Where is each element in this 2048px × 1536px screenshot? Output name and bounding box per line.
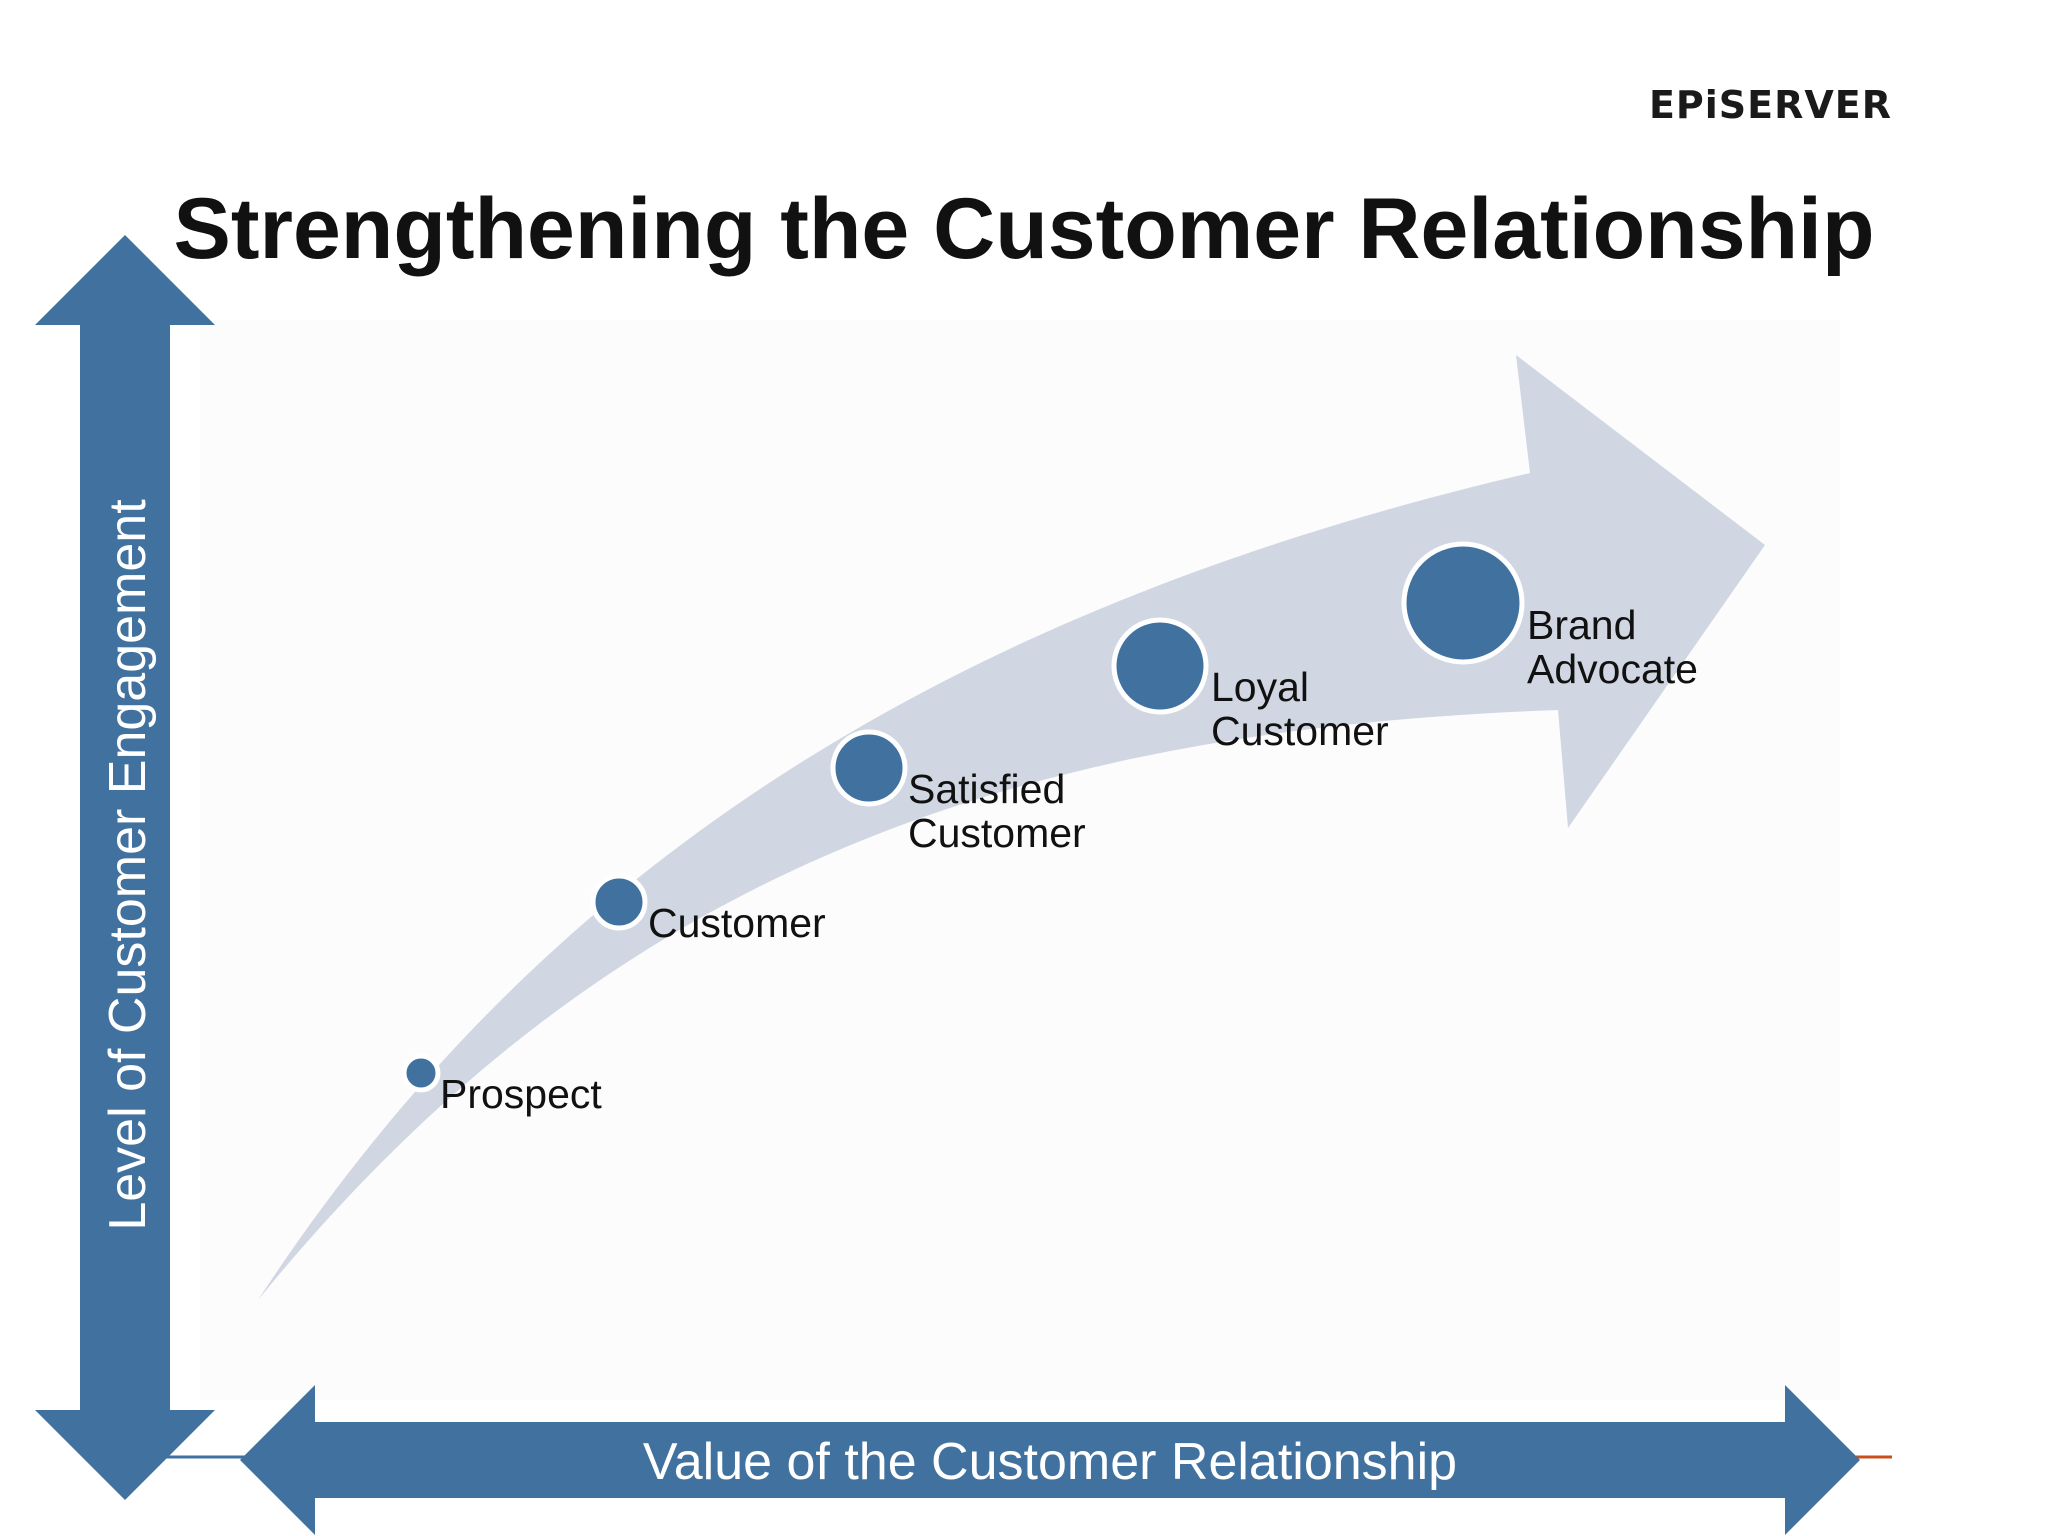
stage-node <box>401 1053 441 1093</box>
episerver-logo: EPiSERVER <box>1649 83 1892 127</box>
stage-node <box>1111 617 1209 715</box>
stage-loyal-customer: Loyal Customer <box>1111 617 1389 754</box>
y-axis-arrow <box>35 235 215 1500</box>
x-axis-arrow <box>240 1385 1860 1535</box>
stage-label-line2: Customer <box>908 810 1086 856</box>
stage-satisfied-customer: Satisfied Customer <box>830 729 1086 856</box>
page-title: Strengthening the Customer Relationship <box>174 181 1875 277</box>
growth-curve-arrow <box>258 355 1765 1300</box>
stage-customer: Customer <box>590 873 826 946</box>
stage-label: Prospect <box>440 1071 602 1117</box>
stage-label: Customer <box>648 900 826 946</box>
x-axis-label: Value of the Customer Relationship <box>643 1433 1457 1491</box>
stage-label-line1: Satisfied <box>908 766 1065 812</box>
stage-node <box>590 873 648 931</box>
stage-prospect: Prospect <box>401 1053 602 1117</box>
stage-label-line2: Advocate <box>1527 646 1698 692</box>
stage-label-line1: Brand <box>1527 602 1636 648</box>
stage-label-line2: Customer <box>1211 708 1389 754</box>
stage-node <box>830 729 908 807</box>
stage-label-line1: Loyal <box>1211 664 1309 710</box>
stage-node <box>1401 541 1525 665</box>
y-axis-label: Level of Customer Engagement <box>99 499 157 1231</box>
stage-brand-advocate: Brand Advocate <box>1401 541 1698 692</box>
